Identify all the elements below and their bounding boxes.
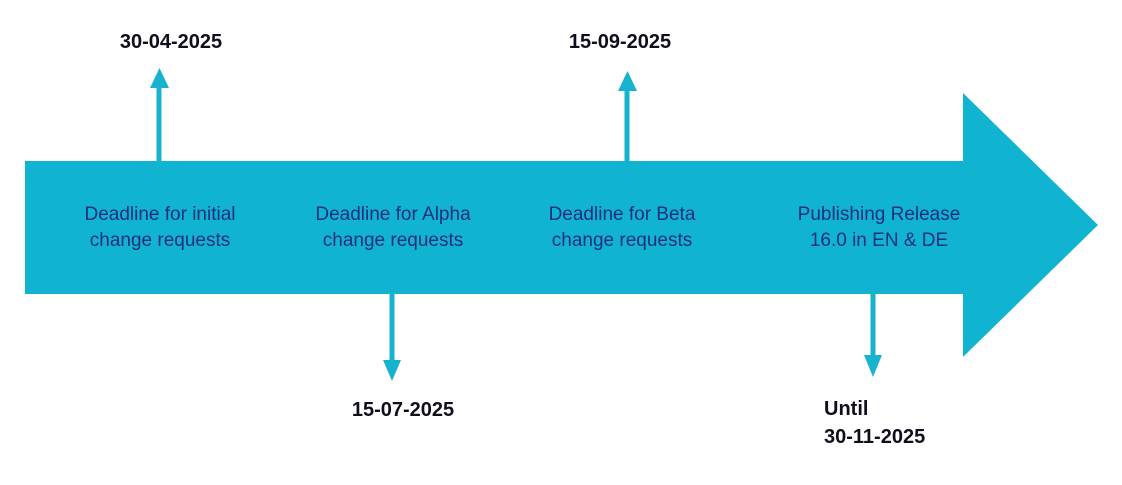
connector-up-milestone-3 bbox=[618, 71, 637, 161]
milestone-date-4: Until 30-11-2025 bbox=[824, 398, 926, 448]
connector-down-2-head bbox=[383, 360, 401, 381]
milestone-date-3: 15-09-2025 bbox=[568, 31, 672, 53]
connector-down-milestone-2 bbox=[383, 294, 401, 381]
milestone-label-4: Publishing Release 16.0 in EN & DE bbox=[797, 204, 961, 251]
milestone-label-2: Deadline for Alpha change requests bbox=[315, 204, 471, 251]
connector-up-3-head bbox=[618, 71, 637, 91]
connector-up-milestone-1 bbox=[150, 68, 169, 161]
milestone-date-1: 30-04-2025 bbox=[119, 31, 223, 53]
timeline-arrow-shape bbox=[25, 93, 1098, 357]
connector-down-milestone-4 bbox=[864, 294, 882, 377]
milestone-date-2: 15-07-2025 bbox=[351, 399, 455, 421]
connector-up-1-head bbox=[150, 68, 169, 88]
connector-down-4-head bbox=[864, 355, 882, 377]
milestone-label-1: Deadline for initial change requests bbox=[84, 204, 236, 251]
milestone-label-3: Deadline for Beta change requests bbox=[548, 204, 696, 251]
